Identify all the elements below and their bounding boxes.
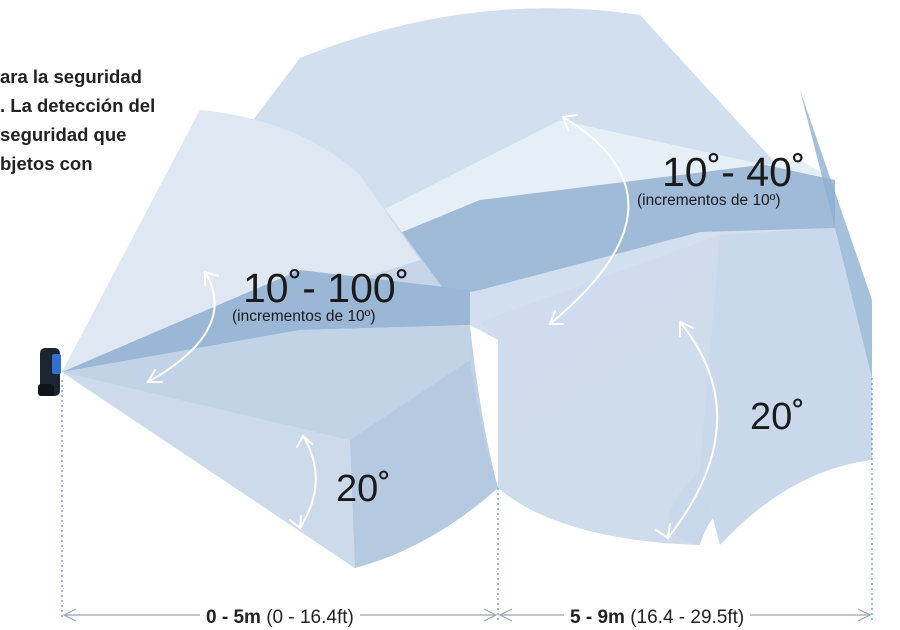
- intro-line: seguridad que: [0, 124, 127, 145]
- far-vertical-arrowhead-top: [679, 320, 694, 337]
- near-horizontal-range-label: 10˚- 100˚: [243, 265, 410, 311]
- far-horizontal-arrowhead-bottom: [548, 310, 564, 325]
- near-horizontal-angle-arrow: [147, 271, 216, 383]
- far-vertical-arrowhead-bottom: [655, 523, 671, 540]
- far-vertical-angle-arrow: [667, 321, 719, 539]
- far-distance-label: 5 - 9m (16.4 - 29.5ft): [564, 607, 751, 628]
- near-detection-zone: [62, 110, 498, 568]
- near-zone-front-face: [350, 360, 498, 568]
- near-horizontal-note: (incrementos de 10º): [232, 308, 376, 325]
- near-arrow-left-head: [62, 608, 77, 622]
- far-horizontal-angle-arrow: [549, 116, 630, 325]
- intro-line: . La detección del: [0, 95, 156, 116]
- near-arrow-right-head: [483, 608, 498, 622]
- far-arrow-left-head: [498, 608, 513, 622]
- far-arrow-right-head: [857, 608, 872, 622]
- near-horizontal-arrowhead-top: [204, 270, 219, 286]
- near-zone-bottom-face: [62, 372, 355, 568]
- sensor-device: [38, 348, 61, 396]
- intro-line: bjetos con: [0, 153, 93, 174]
- intro-line: ara la seguridad: [0, 66, 142, 87]
- near-vertical-arrowhead-top: [296, 434, 313, 448]
- far-horizontal-range-label: 10˚- 40˚: [662, 149, 806, 195]
- near-vertical-angle-label: 20˚: [336, 468, 391, 510]
- angle-arrows: [146, 114, 719, 540]
- near-zone-top-band: [62, 110, 420, 372]
- near-vertical-angle-arrow: [299, 435, 317, 529]
- near-horizontal-arrowhead-bottom: [146, 369, 163, 383]
- near-distance-label: 0 - 5m (0 - 16.4ft): [200, 608, 360, 627]
- far-horizontal-note: (incrementos de 10º): [637, 192, 781, 209]
- sensor-base: [38, 384, 54, 396]
- near-distance-metric: 0 - 5m: [206, 607, 261, 628]
- far-zone-front-face: [480, 235, 720, 545]
- sensor-lens: [52, 354, 61, 374]
- intro-paragraph: ara la seguridad . La detección del segu…: [0, 62, 240, 178]
- near-distance-imperial: (0 - 16.4ft): [260, 607, 354, 628]
- far-zone-right-face: [700, 228, 872, 545]
- far-vertical-angle-label: 20˚: [750, 396, 805, 438]
- near-zone-lower-band: [62, 325, 470, 440]
- near-zone-dark-band: [62, 270, 470, 372]
- far-distance-metric: 5 - 9m: [570, 607, 625, 628]
- distance-guides: [61, 378, 873, 620]
- far-horizontal-arrowhead-top: [561, 114, 578, 131]
- far-distance-imperial: (16.4 - 29.5ft): [624, 607, 745, 628]
- near-vertical-arrowhead-bottom: [289, 515, 302, 530]
